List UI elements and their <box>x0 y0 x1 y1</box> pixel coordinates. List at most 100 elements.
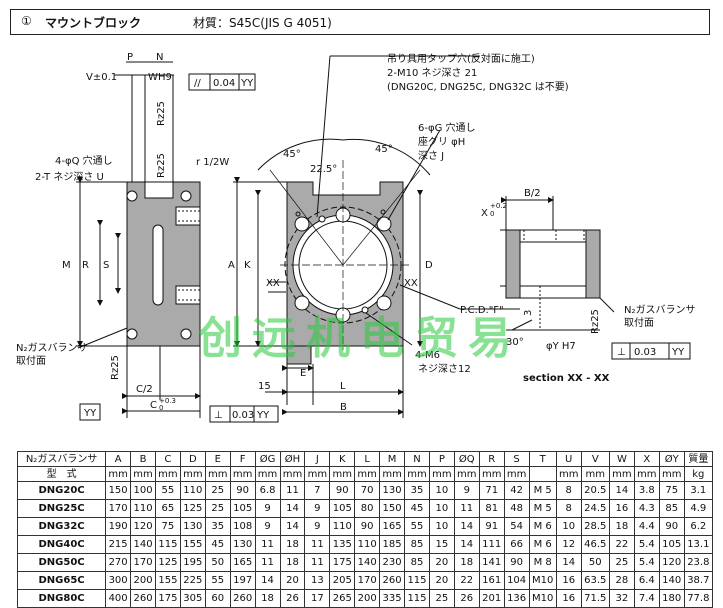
value-cell: 115 <box>404 589 430 608</box>
column-header: B <box>130 451 156 467</box>
rz-top: Rz25 <box>156 101 167 126</box>
value-cell: 26 <box>453 589 480 608</box>
value-cell: 10 <box>428 517 455 536</box>
value-cell: 125 <box>154 553 181 572</box>
value-cell: 140 <box>354 553 381 572</box>
value-cell: M 5 <box>528 481 557 500</box>
value-cell: 18 <box>608 517 635 536</box>
dim-c2: C/2 <box>136 384 153 395</box>
column-unit: mm <box>154 466 181 482</box>
column-header: S <box>503 451 530 467</box>
column-unit: mm <box>379 466 406 482</box>
gas-left-2: 取付面 <box>16 354 46 367</box>
value-cell: 65 <box>154 499 181 518</box>
value-cell: 55 <box>404 517 430 536</box>
value-cell: 225 <box>179 571 206 590</box>
value-cell: 11 <box>279 481 306 500</box>
value-cell: 300 <box>105 571 132 590</box>
value-cell: M 8 <box>528 553 557 572</box>
value-cell: 15 <box>428 535 455 554</box>
value-cell: 6.4 <box>633 571 660 590</box>
dim-e: E <box>300 368 306 379</box>
value-cell: 14 <box>555 553 582 572</box>
value-cell: 7.4 <box>633 589 660 608</box>
dim-w: W <box>148 72 158 83</box>
value-cell: 190 <box>105 517 132 536</box>
gas-right-2: 取付面 <box>624 316 654 329</box>
value-cell: 25 <box>608 553 635 572</box>
value-cell: 130 <box>379 481 406 500</box>
value-cell: 50 <box>580 553 610 572</box>
parallel-value: 0.04 <box>213 78 235 89</box>
value-cell: 120 <box>658 553 685 572</box>
value-cell: 200 <box>130 571 156 590</box>
column-unit: mm <box>229 466 256 482</box>
value-cell: 54 <box>503 517 530 536</box>
value-cell: 10 <box>428 499 455 518</box>
column-header: X <box>633 451 660 467</box>
column-header: V <box>580 451 610 467</box>
value-cell: 9 <box>254 517 281 536</box>
value-cell: 400 <box>105 589 132 608</box>
value-cell: 140 <box>130 535 156 554</box>
value-cell: 111 <box>478 535 505 554</box>
t-tap-note: 2-T ネジ深さ U <box>35 171 104 183</box>
model-cell: DNG32C <box>16 517 107 536</box>
value-cell: 180 <box>658 589 685 608</box>
column-unit: mm <box>503 466 530 482</box>
value-cell: 28 <box>608 571 635 590</box>
dim-3: 3 <box>523 310 534 316</box>
lift-tap-line3: (DNG20C, DNG25C, DNG32C は不要) <box>387 81 569 93</box>
dim-c: C <box>150 400 157 411</box>
value-cell: 66 <box>503 535 530 554</box>
value-cell: 155 <box>154 571 181 590</box>
model-cell: DNG80C <box>16 589 107 608</box>
column-header: N <box>404 451 430 467</box>
model-cell: DNG20C <box>16 481 107 500</box>
value-cell: 165 <box>229 553 256 572</box>
value-cell: 38.7 <box>683 571 714 590</box>
value-cell: 45 <box>404 499 430 518</box>
column-unit: mm <box>633 466 660 482</box>
value-cell: 14 <box>254 571 281 590</box>
model-cell: DNG50C <box>16 553 107 572</box>
column-unit: mm <box>204 466 231 482</box>
value-cell: 20.5 <box>580 481 610 500</box>
value-cell: 90 <box>658 517 685 536</box>
value-cell: 14 <box>453 517 480 536</box>
dim-d: D <box>425 260 433 271</box>
dim-phi-y: φY H7 <box>546 341 576 352</box>
column-unit: mm <box>105 466 132 482</box>
column-header: U <box>555 451 582 467</box>
value-cell: 4.3 <box>633 499 660 518</box>
value-cell: 20 <box>428 553 455 572</box>
value-cell: 16 <box>555 589 582 608</box>
value-cell: 201 <box>478 589 505 608</box>
value-cell: 140 <box>658 571 685 590</box>
value-cell: 63.5 <box>580 571 610 590</box>
value-cell: 17 <box>304 589 331 608</box>
column-header: D <box>179 451 206 467</box>
value-cell: 14 <box>608 481 635 500</box>
value-cell: 11 <box>304 553 331 572</box>
value-cell: 24.5 <box>580 499 610 518</box>
angle-22-5: 22.5° <box>310 164 337 175</box>
watermark-text: 创远机电贸易 <box>198 313 522 364</box>
value-cell: 161 <box>478 571 505 590</box>
header-model-sub: 型 式 <box>16 466 107 482</box>
column-header: K <box>329 451 356 467</box>
column-header: T <box>528 451 557 467</box>
value-cell: 5.4 <box>633 535 660 554</box>
value-cell: 104 <box>503 571 530 590</box>
value-cell: 18 <box>453 553 480 572</box>
perp-value-right: 0.03 <box>634 347 656 358</box>
value-cell: 35 <box>404 481 430 500</box>
value-cell: 125 <box>179 499 206 518</box>
value-cell: 230 <box>379 553 406 572</box>
title-box: ① マウントブロック 材質：S45C(JIS G 4051) <box>10 9 710 35</box>
value-cell: 115 <box>404 571 430 590</box>
